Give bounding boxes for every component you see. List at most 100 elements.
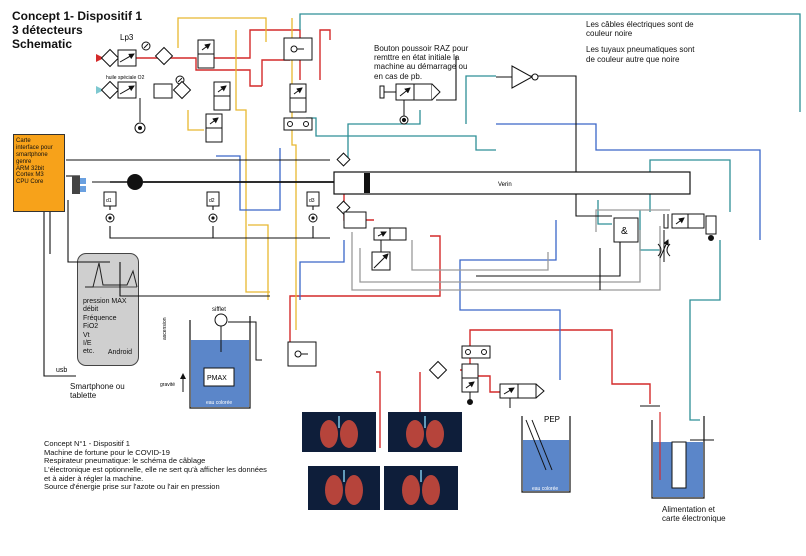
metric-item: débit [83, 306, 99, 314]
and-gate: & [613, 217, 639, 243]
controller-line: genre [16, 158, 32, 165]
cyan-inlet-arrow [96, 86, 104, 94]
power-supply-caption: Alimentation et carte électronique [662, 505, 726, 523]
teal-tube [299, 13, 801, 421]
valve-cell [205, 127, 223, 143]
cylinder-verin: Verin [110, 171, 691, 195]
d1-label: d1 [106, 198, 112, 204]
metric-item: I/E [83, 339, 92, 347]
legend-line-4: de couleur autre que noire [586, 54, 680, 64]
check-valve [336, 152, 351, 215]
metric-item: FiO2 [83, 323, 99, 331]
lung-images [302, 412, 462, 510]
electric-wires [43, 56, 621, 377]
controller-line: Cortex M3 [16, 172, 44, 179]
concept-note-line: Concept N°1 - Dispositif 1 [44, 439, 130, 448]
raz-button-note: Bouton poussoir RAZ pour remttre en état… [374, 44, 468, 81]
usb-label: usb [56, 367, 67, 374]
raz-line-2: remttre en état initiale la [374, 53, 460, 63]
pmax-label: PMAX [207, 375, 227, 382]
raz-line-3: machine au démarrage ou [374, 62, 468, 72]
ascension-label: ascension [162, 317, 168, 340]
title-line-3: Schematic [12, 36, 73, 51]
raz-line-4: en cas de pb. [374, 71, 423, 81]
pep-tank: PEP eau colorée [521, 415, 571, 493]
pep-label: PEP [544, 415, 560, 424]
flow-valve-middle [343, 211, 407, 271]
detector-d3: d3 [306, 191, 320, 223]
regulator-icon [153, 83, 173, 99]
sifflet-label: sifflet [212, 307, 226, 313]
blue-tube [216, 123, 761, 380]
controller-line: ARM 32bit [16, 165, 45, 172]
metric-item: etc. [83, 348, 95, 356]
supply-inlet: Lp3 huile spéciale O2 [96, 33, 192, 134]
filter-icon [100, 80, 120, 100]
d2-label: d2 [209, 198, 215, 204]
oil-label: huile spéciale O2 [106, 75, 145, 81]
red-inlet-arrow [96, 54, 104, 62]
raz-line-1: Bouton poussoir RAZ pour [374, 44, 469, 53]
detector-d1: d1 [103, 191, 117, 223]
title-line-2: 3 détecteurs [12, 22, 83, 37]
valve-cell [413, 83, 433, 101]
concept-note-line: L'électronique est optionnelle, elle ne … [44, 464, 267, 474]
controller-connector [72, 176, 86, 194]
valve-right [657, 213, 717, 262]
raz-push-button-valve[interactable] [379, 83, 441, 125]
metric-item: Fréquence [83, 314, 117, 322]
d3-label: d3 [309, 198, 315, 204]
controller-card: Carte interface pour smartphone genre AR… [13, 134, 65, 212]
legend-line-2: couleur noire [586, 29, 633, 39]
power-caption-1: Alimentation et [662, 505, 715, 514]
push-button [379, 85, 385, 99]
valve-cell [289, 97, 307, 113]
and-label: & [621, 226, 628, 237]
phone-metrics-list: pression MAX débit Fréquence FiO2 Vt I/E… [83, 298, 127, 357]
power-caption-2: carte électronique [662, 514, 726, 524]
water-label-1: eau colorée [206, 400, 232, 406]
pep-valve [499, 383, 545, 408]
valve-block-right [283, 37, 313, 131]
water-label-2: eau colorée [532, 486, 558, 492]
metric-item: Vt [83, 331, 90, 339]
filter-icon [100, 48, 120, 68]
smartphone-caption-2: tablette [70, 391, 97, 401]
gravite-label: gravité [160, 382, 175, 388]
concept-note-line: Machine de fortune pour le COVID-19 [44, 447, 170, 457]
metric-item: pression MAX [83, 298, 127, 305]
controller-line: interface pour [16, 144, 53, 151]
valve-cell [197, 53, 215, 69]
lp3-label: Lp3 [120, 33, 134, 42]
pmax-tank: PMAX eau colorée sifflet ascension gravi… [160, 307, 262, 409]
power-supply-tank [640, 405, 714, 499]
controller-line: CPU Core [16, 179, 44, 186]
smartphone: pression MAX débit Fréquence FiO2 Vt I/E… [77, 253, 139, 366]
valve-block-left [197, 39, 231, 143]
android-label: Android [107, 349, 132, 356]
concept-note-line: Respirateur pneumatique: le schéma de câ… [44, 456, 206, 466]
legend-note: Les câbles électriques sont de couleur n… [586, 20, 695, 64]
yellow-tube [177, 17, 297, 330]
water-fill [523, 440, 569, 491]
title-line-1: Concept 1- Dispositif 1 [12, 9, 143, 23]
concept-note-line: Source d'énergie prise sur l'azote ou l'… [44, 482, 220, 492]
valve-lower-right [428, 345, 491, 405]
cylinder-body [333, 171, 691, 195]
valve-cell [283, 117, 313, 131]
legend-line-1: Les câbles électriques sont de [586, 20, 694, 29]
filter-icon [172, 80, 192, 100]
not-gate [496, 65, 539, 89]
valve-cell [213, 95, 231, 111]
concept-notes: Concept N°1 - Dispositif 1 Machine de fo… [44, 439, 267, 492]
verin-label: Verin [498, 182, 512, 188]
concept-note-line: et à aider à régler la machine. [44, 473, 144, 483]
diagram-title: Concept 1- Dispositif 1 3 détecteurs Sch… [12, 9, 143, 51]
lubricator-icon [154, 46, 174, 66]
smartphone-caption: Smartphone ou tablette [70, 382, 125, 400]
smartphone-caption-1: Smartphone ou [70, 382, 125, 391]
whistle-icon [214, 313, 228, 327]
controller-line: smartphone [16, 151, 48, 158]
legend-line-3: Les tuyaux pneumatiques sont [586, 45, 695, 55]
